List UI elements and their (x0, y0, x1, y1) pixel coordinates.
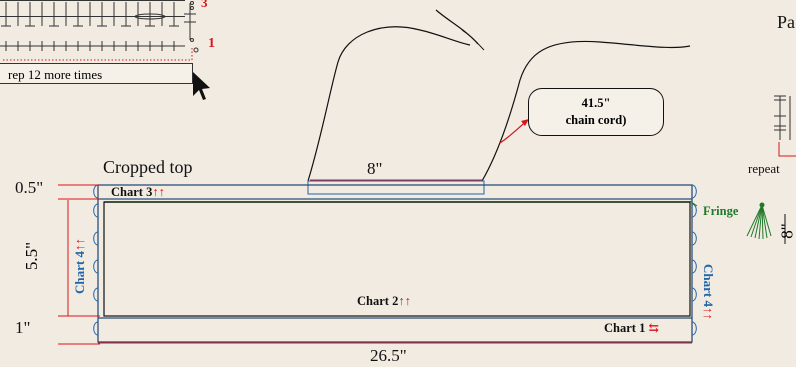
turn-marker (3, 48, 193, 61)
chain-cord-callout: 41.5" chain cord) (528, 88, 664, 136)
top-band-dimension: 0.5" (15, 178, 44, 197)
right-edge-scallops (691, 184, 697, 336)
chart-1-label: Chart 1 ⇆ (604, 321, 659, 335)
left-edge-scallops (93, 184, 99, 336)
right-panel-title: Pa (777, 12, 795, 32)
chart-3-arrows: ↑↑ (152, 185, 165, 199)
cord-name: chain cord) (565, 113, 627, 127)
fringe-label: Fringe (703, 204, 739, 218)
chart-4-right-label: Chart 4↑↑ (700, 264, 716, 320)
cropped-top-title: Cropped top (103, 157, 193, 177)
total-width-dimension: 26.5" (370, 346, 407, 365)
body-height-dimension: 5.5" (22, 241, 42, 271)
cursor-icon (193, 72, 210, 100)
cord-length: 41.5" (581, 96, 611, 110)
right-panel-repeat: repeat (748, 161, 780, 176)
fringe-tassel-icon (746, 202, 772, 240)
chart-4-left-label: Chart 4↑↑ (71, 238, 87, 294)
strap-left (307, 26, 471, 182)
row-end-marker (193, 47, 199, 53)
chart-2-arrows: ↑↑ (398, 294, 411, 308)
chart-3-label: Chart 3↑↑ (111, 185, 165, 199)
repeat-note: rep 12 more times (0, 63, 193, 84)
body-panel (103, 201, 691, 317)
cropped-top-outline (97, 184, 693, 343)
strap-right (481, 40, 691, 182)
row-3-label: 3 (201, 0, 208, 10)
dimension-lines (58, 184, 692, 345)
chart-1-arrows: ⇆ (648, 321, 659, 335)
right-panel-stitch (774, 95, 791, 140)
bottom-band-dimension: 1" (15, 318, 31, 337)
row-1-label: 1 (208, 36, 215, 51)
stitch-swatch (0, 0, 196, 51)
strap-opening (307, 180, 485, 195)
strap-width-label: 8" (367, 159, 383, 178)
fringe-length-label: 8" (777, 223, 796, 239)
chart-2-label: Chart 2↑↑ (357, 294, 411, 308)
